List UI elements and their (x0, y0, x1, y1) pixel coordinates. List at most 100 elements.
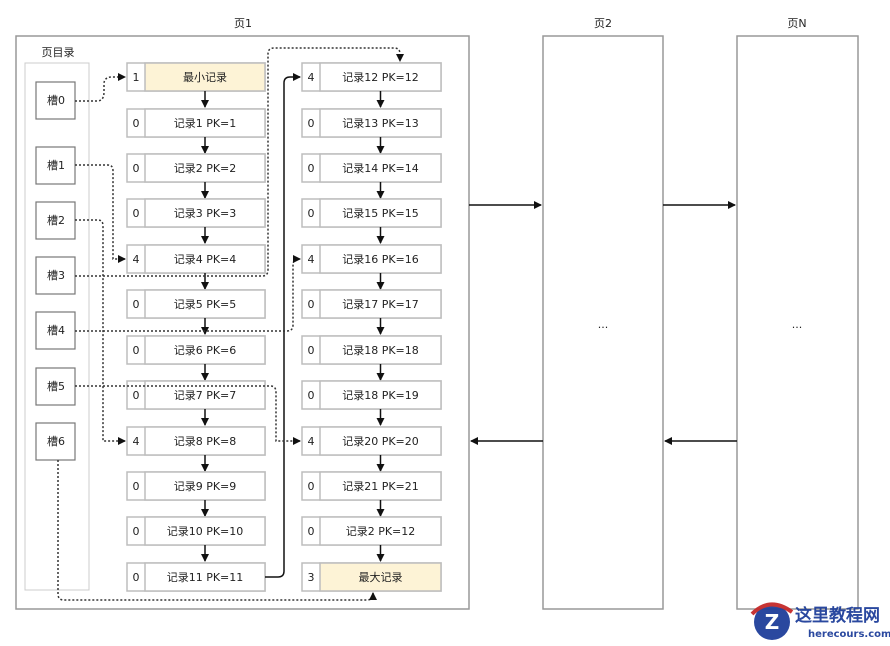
record-body (144, 471, 266, 501)
record-text: 记录11 PK=11 (167, 571, 244, 584)
page1-box (15, 35, 470, 610)
record-text: 最大记录 (359, 570, 403, 584)
n-owned: 4 (308, 435, 315, 448)
record-body (144, 62, 266, 92)
record11-to-record12-arrow (265, 73, 301, 578)
slot-0: 槽0 (35, 81, 76, 120)
record-body (319, 335, 442, 365)
record-right_records-8: 4 记录20 PK=20 (301, 426, 442, 456)
record-text: 记录21 PK=21 (342, 480, 419, 493)
slot-box (35, 81, 76, 120)
record-body (319, 471, 442, 501)
record-left_records-7: 0 记录7 PK=7 (126, 380, 266, 410)
record-text: 记录2 PK=12 (346, 525, 416, 538)
record-body (144, 426, 266, 456)
slot-box (35, 146, 76, 185)
directory-box (24, 62, 90, 591)
record-body (144, 108, 266, 138)
svg-text:Z: Z (765, 610, 780, 634)
page1-label: 页1 (234, 17, 252, 30)
pageN-box (736, 35, 859, 610)
n-owned: 4 (308, 253, 315, 266)
record-right_records-10: 0 记录2 PK=12 (301, 516, 442, 546)
n-owned: 0 (308, 525, 315, 538)
slot-label: 槽2 (47, 214, 65, 227)
n-owned: 4 (133, 253, 140, 266)
slot-label: 槽0 (47, 94, 65, 107)
slot-box (35, 422, 76, 461)
slot-6: 槽6 (35, 422, 76, 461)
record-body (144, 289, 266, 319)
record-body (144, 562, 266, 592)
slot0-link (75, 73, 126, 102)
n-owned: 3 (308, 571, 315, 584)
slot-label: 槽3 (47, 269, 65, 282)
record-body (319, 562, 442, 592)
n-owned: 1 (133, 71, 140, 84)
slot-1: 槽1 (35, 146, 76, 185)
record-body (319, 289, 442, 319)
n-owned: 0 (133, 162, 140, 175)
record-right_records-2: 0 记录14 PK=14 (301, 153, 442, 183)
directory-label: 页目录 (42, 46, 75, 59)
record-text: 记录7 PK=7 (174, 389, 237, 402)
page2-label: 页2 (594, 17, 612, 30)
record-right_records-4: 4 记录16 PK=16 (301, 244, 442, 274)
slot6-link (57, 460, 377, 601)
record-body (144, 244, 266, 274)
record-left_records-10: 0 记录10 PK=10 (126, 516, 266, 546)
page2-box (542, 35, 664, 610)
slot5-link (75, 385, 301, 445)
record-text: 记录14 PK=14 (342, 162, 419, 175)
watermark-url: herecours.com (808, 629, 890, 640)
n-owned: 0 (308, 117, 315, 130)
n-owned: 4 (308, 71, 315, 84)
n-owned: 0 (133, 298, 140, 311)
record-body (319, 62, 442, 92)
pageN-ellipsis: ... (792, 318, 803, 331)
record-body (319, 153, 442, 183)
n-owned: 0 (308, 298, 315, 311)
record-left_records-2: 0 记录2 PK=2 (126, 153, 266, 183)
slot4-link (75, 255, 301, 332)
record-text: 记录20 PK=20 (342, 435, 419, 448)
watermark-logo: Z 这里教程网 herecours.com (750, 602, 890, 640)
record-text: 记录15 PK=15 (342, 207, 419, 220)
slot1-link (75, 164, 126, 263)
record-text: 记录16 PK=16 (342, 253, 419, 266)
n-owned: 0 (133, 525, 140, 538)
slot-label: 槽4 (47, 324, 65, 337)
record-body (319, 380, 442, 410)
record-body (319, 198, 442, 228)
slot3-link (75, 47, 404, 277)
page2-ellipsis: ... (598, 318, 609, 331)
n-owned: 0 (308, 162, 315, 175)
n-owned: 0 (133, 571, 140, 584)
n-owned: 0 (308, 389, 315, 402)
watermark-site: 这里教程网 (795, 605, 880, 626)
record-body (144, 198, 266, 228)
record-text: 记录2 PK=2 (174, 162, 237, 175)
slot-5: 槽5 (35, 367, 76, 406)
pageN-label: 页N (787, 17, 806, 30)
n-owned: 0 (308, 207, 315, 220)
slot-3: 槽3 (35, 256, 76, 295)
record-body (319, 108, 442, 138)
n-owned: 0 (133, 344, 140, 357)
record-text: 记录10 PK=10 (167, 525, 244, 538)
record-body (319, 244, 442, 274)
n-owned: 0 (133, 389, 140, 402)
